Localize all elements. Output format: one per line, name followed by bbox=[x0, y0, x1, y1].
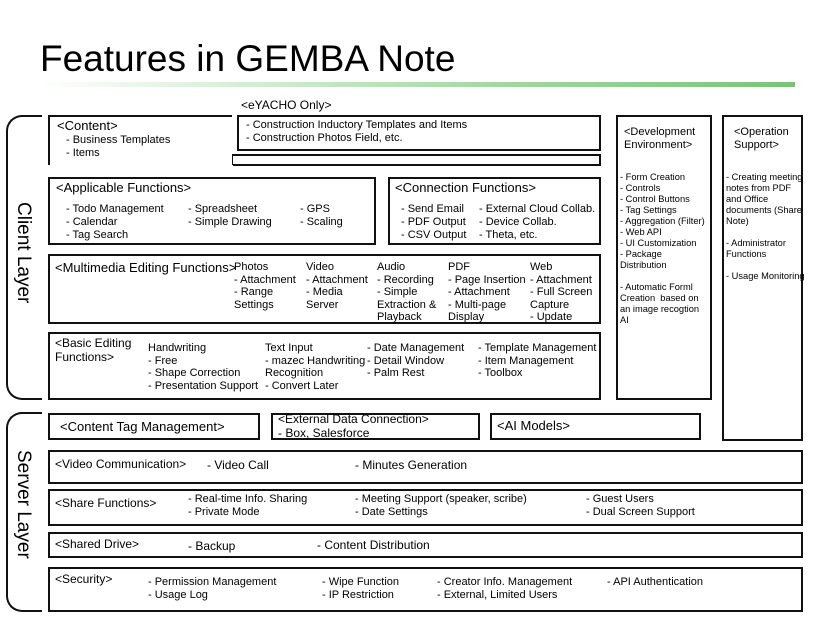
security-col1: - Permission Management - Usage Log bbox=[148, 576, 277, 601]
multimedia-pdf: PDF - Page Insertion - Attachment - Mult… bbox=[448, 261, 526, 323]
security-header: <Security> bbox=[55, 572, 113, 586]
security-col2: - Wipe Function - IP Restriction bbox=[322, 576, 400, 601]
minutes-generation: - Minutes Generation bbox=[355, 458, 468, 472]
development-header: <Development Environment> bbox=[624, 126, 696, 151]
basic-handwriting: Handwriting - Free - Shape Correction - … bbox=[148, 342, 259, 392]
multimedia-web: Web - Attachment - Full Screen Capture -… bbox=[530, 261, 593, 323]
connection-functions-box bbox=[388, 177, 601, 245]
server-layer-label: Server Layer bbox=[13, 450, 34, 559]
content-tag-label: <Content Tag Management> bbox=[60, 419, 225, 434]
content-box-edge bbox=[48, 165, 233, 167]
multimedia-functions-box bbox=[48, 254, 601, 324]
connection-header: <Connection Functions> bbox=[395, 180, 536, 195]
client-layer-bracket bbox=[6, 115, 42, 400]
operation-support-box bbox=[722, 115, 803, 441]
share-functions-box bbox=[48, 489, 803, 526]
share-col1: - Real-time Info. Sharing - Private Mode bbox=[188, 493, 308, 518]
applicable-functions-box bbox=[48, 177, 376, 245]
security-col3: - Creator Info. Management - External, L… bbox=[437, 576, 573, 601]
drive-header: <Shared Drive> bbox=[55, 537, 140, 551]
external-data-label: <External Data Connection> - Box, Salesf… bbox=[278, 412, 429, 440]
page-title: Features in GEMBA Note bbox=[40, 38, 456, 79]
content-items: - Business Templates - Items bbox=[66, 134, 171, 159]
multimedia-video: Video - Attachment - Media Server bbox=[306, 261, 368, 311]
content-tag-box bbox=[48, 413, 260, 440]
development-items: - Form Creation - Controls - Control But… bbox=[620, 172, 705, 325]
eyacho-label: <eYACHO Only> bbox=[241, 98, 332, 112]
ai-models-box bbox=[490, 413, 701, 440]
shared-drive-box bbox=[48, 532, 803, 558]
basic-text-input: Text Input - mazec Handwriting Recogniti… bbox=[265, 342, 366, 392]
eyacho-box bbox=[237, 115, 601, 151]
connection-col1: - Send Email - PDF Output - CSV Output bbox=[401, 203, 467, 241]
share-col2: - Meeting Support (speaker, scribe) - Da… bbox=[355, 493, 527, 518]
client-layer-label: Client Layer bbox=[13, 202, 34, 304]
title-underline bbox=[40, 82, 795, 87]
applicable-col1: - Todo Management - Calendar - Tag Searc… bbox=[66, 203, 164, 241]
video-call: - Video Call bbox=[207, 458, 269, 472]
multimedia-header: <Multimedia Editing Functions> bbox=[55, 260, 237, 275]
applicable-col2: - Spreadsheet - Simple Drawing bbox=[188, 203, 272, 228]
share-header: <Share Functions> bbox=[55, 496, 157, 510]
content-header: <Content> bbox=[57, 118, 118, 133]
content-box bbox=[48, 115, 232, 167]
applicable-col3: - GPS - Scaling bbox=[300, 203, 343, 228]
drive-distribution: - Content Distribution bbox=[317, 538, 430, 552]
server-layer-bracket bbox=[6, 412, 42, 612]
video-communication-box bbox=[48, 450, 803, 484]
eyacho-strip bbox=[231, 154, 601, 166]
multimedia-photos: Photos - Attachment - Range Settings bbox=[234, 261, 296, 311]
eyacho-items: - Construction Inductory Templates and I… bbox=[246, 119, 468, 144]
video-header: <Video Communication> bbox=[55, 457, 187, 471]
drive-backup: - Backup bbox=[188, 539, 236, 553]
multimedia-audio: Audio - Recording - Simple Extraction & … bbox=[377, 261, 437, 323]
basic-col4: - Template Management - Item Management … bbox=[478, 342, 597, 379]
security-col4: - API Authentication bbox=[607, 576, 704, 588]
external-data-box bbox=[271, 413, 480, 440]
development-environment-box bbox=[616, 115, 712, 400]
basic-col3: - Date Management - Detail Window - Palm… bbox=[367, 342, 465, 379]
connection-col2: - External Cloud Collab. - Device Collab… bbox=[479, 203, 596, 241]
ai-models-label: <AI Models> bbox=[497, 418, 570, 433]
applicable-header: <Applicable Functions> bbox=[56, 180, 192, 195]
share-col3: - Guest Users - Dual Screen Support bbox=[586, 493, 695, 518]
basic-header: <Basic Editing Functions> bbox=[55, 336, 132, 364]
security-box bbox=[48, 567, 803, 612]
operation-items: - Creating meeting notes from PDF and Of… bbox=[726, 172, 805, 281]
basic-editing-box bbox=[48, 332, 601, 400]
operation-header: <Operation Support> bbox=[734, 126, 789, 151]
